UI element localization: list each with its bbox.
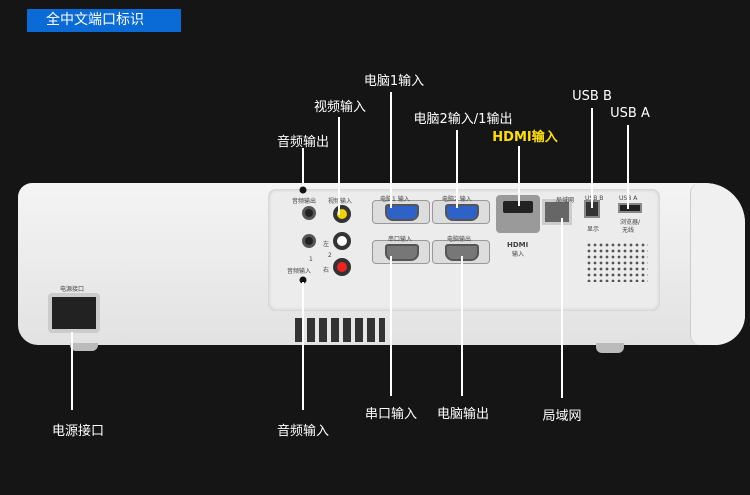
panel-label: 1 xyxy=(309,256,313,263)
callout-line xyxy=(591,108,593,208)
lan-port xyxy=(542,199,572,225)
panel-label-power: 电源接口 xyxy=(60,286,85,293)
panel-label: 音频输出 xyxy=(292,198,317,205)
callout-dot xyxy=(299,186,307,194)
panel-label: 左 xyxy=(323,241,330,248)
panel-label: 音频输入 xyxy=(287,268,312,275)
callout-line xyxy=(71,332,73,410)
panel-label: 输入 xyxy=(512,251,525,258)
serial-in-port xyxy=(372,240,430,264)
audio-in-jack xyxy=(302,234,316,248)
panel-label: 右 xyxy=(323,267,330,274)
callout-line xyxy=(461,256,463,396)
callout-video-in: 视频输入 xyxy=(313,100,367,115)
panel-label: 显示 xyxy=(587,226,600,233)
callout-usb-b: USB B xyxy=(572,89,612,104)
panel-label: 无线 xyxy=(622,227,635,234)
foot xyxy=(70,343,98,351)
callout-usb-a: USB A xyxy=(610,106,650,121)
callout-pc2-in-out: 电脑2输入/1输出 xyxy=(413,112,513,127)
audio-left-rca xyxy=(333,232,351,250)
foot xyxy=(596,343,624,353)
panel-label: 串口输入 xyxy=(388,236,413,243)
callout-hdmi-in: HDMI输入 xyxy=(492,130,558,145)
pc2-in-port xyxy=(432,200,490,224)
power-socket xyxy=(48,293,100,333)
callout-power: 电源接口 xyxy=(51,424,105,439)
callout-audio-out: 音频输出 xyxy=(276,135,330,150)
callout-serial-in: 串口输入 xyxy=(364,407,418,422)
panel-label: 电脑输出 xyxy=(447,236,472,243)
audio-right-rca xyxy=(333,258,351,276)
callout-line xyxy=(561,218,563,398)
callout-line xyxy=(627,125,629,209)
audio-out-jack xyxy=(302,206,316,220)
callout-line xyxy=(302,148,304,188)
panel-label: 浏览器/ xyxy=(620,219,641,226)
callout-line xyxy=(456,130,458,208)
panel-label: HDMI xyxy=(507,241,529,249)
panel-label: 电脑1 输入 xyxy=(380,196,410,203)
callout-line xyxy=(390,92,392,208)
callout-line xyxy=(518,146,520,206)
panel-label: 2 xyxy=(328,252,332,259)
callout-lan: 局域网 xyxy=(542,409,582,424)
speaker-grill xyxy=(586,242,648,282)
callout-line xyxy=(338,117,340,215)
panel-label: 视频输入 xyxy=(328,198,353,205)
panel-label: 局域网 xyxy=(556,197,575,204)
callout-line xyxy=(390,256,392,396)
callout-pc1-in: 电脑1输入 xyxy=(363,74,425,89)
hdmi-port xyxy=(503,201,533,213)
vent xyxy=(295,318,385,342)
projector-front xyxy=(690,183,745,345)
video-rca xyxy=(333,205,351,223)
callout-dot xyxy=(299,276,307,284)
callout-pc-out: 电脑输出 xyxy=(436,407,490,422)
pc1-in-port xyxy=(372,200,430,224)
panel-label: USB B xyxy=(585,195,604,202)
usb-a-port xyxy=(618,203,642,213)
callout-line xyxy=(302,282,304,410)
page-title: 全中文端口标识 xyxy=(27,9,181,32)
callout-audio-in: 音频输入 xyxy=(276,424,330,439)
